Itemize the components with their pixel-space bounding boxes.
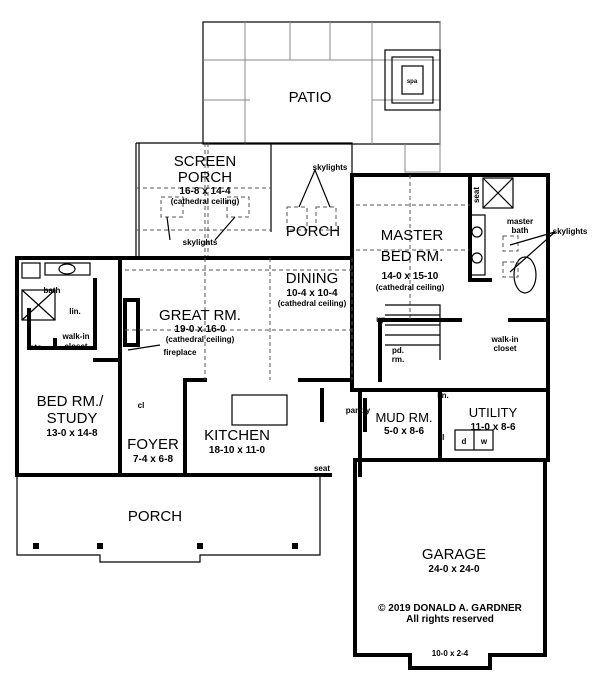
mud-room-size: 5-0 x 8-6	[384, 426, 424, 437]
bed-study-label-2: STUDY	[47, 410, 98, 427]
screen-porch: SCREEN PORCH 16-8 x 14-4 (cathedral ceil…	[135, 142, 353, 258]
seat-label: seat	[314, 464, 330, 473]
bed-study-size: 13-0 x 14-8	[46, 428, 98, 439]
spa	[384, 49, 441, 111]
screen-porch-label: SCREEN	[174, 153, 237, 170]
utility-label: UTILITY	[469, 405, 518, 420]
stairs-up-label: up	[376, 315, 386, 324]
dining-label: DINING	[286, 270, 339, 287]
room-labels: MASTER BED RM. 14-0 x 15-10 (cathedral c…	[30, 187, 588, 658]
linen-label: lin.	[69, 307, 81, 316]
pantry-label: pantry	[346, 406, 371, 415]
mud-room-label: MUD RM.	[375, 410, 432, 425]
copyright-text: © 2019 DONALD A. GARDNER	[378, 603, 522, 614]
master-bed-note: (cathedral ceiling)	[376, 283, 445, 292]
garage-bump-size: 10-0 x 2-4	[432, 649, 469, 658]
closet-label: cl	[438, 433, 445, 442]
interior-details	[21, 175, 556, 451]
garage-label: GARAGE	[422, 546, 486, 563]
master-walk-in-label: walk-in	[490, 335, 518, 344]
linen-label: lin.	[437, 391, 449, 400]
master-bath-label-2: bath	[512, 226, 529, 235]
foyer-label: FOYER	[127, 436, 179, 453]
master-bath-label: master	[507, 217, 533, 226]
walk-in-closet-label-2: closet	[64, 342, 87, 351]
bed-study-label: BED RM./	[37, 393, 105, 410]
dryer-label: d	[462, 437, 467, 446]
kitchen-label: KITCHEN	[204, 427, 270, 444]
front-porch: PORCH	[16, 475, 321, 563]
walk-in-closet-label: walk-in	[61, 332, 89, 341]
fireplace-label: fireplace	[164, 348, 197, 357]
patio: spa PATIO	[202, 21, 441, 173]
powder-room-label: pd.	[392, 346, 404, 355]
dining-size: 10-4 x 10-4	[286, 288, 338, 299]
storage-label: sto.	[30, 343, 44, 352]
kitchen-size: 18-10 x 11-0	[209, 445, 266, 456]
great-room-label: GREAT RM.	[159, 307, 241, 324]
skylights-label: skylights	[553, 227, 588, 236]
screen-porch-label-2: PORCH	[178, 169, 232, 186]
kitchen-island	[231, 394, 288, 426]
front-porch-label: PORCH	[128, 508, 182, 525]
washer-label: w	[480, 437, 488, 446]
spa-label: spa	[407, 79, 418, 85]
skylights-label: skylights	[313, 163, 348, 172]
utility-size: 11-0 x 8-6	[470, 422, 515, 433]
powder-room-label-2: rm.	[392, 355, 404, 364]
master-bed-label: MASTER	[381, 227, 444, 244]
master-walk-in-label-2: closet	[493, 344, 516, 353]
rear-porch-label: PORCH	[286, 223, 340, 240]
master-bed-label-2: BED RM.	[381, 248, 444, 265]
bath-label: bath	[44, 286, 61, 295]
master-bed-size: 14-0 x 15-10	[382, 271, 439, 282]
screen-porch-note: (cathedral ceiling)	[171, 197, 240, 206]
closet-label: cl	[138, 401, 145, 410]
skylights-label: skylights	[183, 238, 218, 247]
screen-porch-size: 16-8 x 14-4	[179, 186, 231, 197]
rights-reserved-text: All rights reserved	[406, 614, 494, 625]
great-room-note: (cathedral ceiling)	[166, 335, 235, 344]
dining-note: (cathedral ceiling)	[278, 299, 347, 308]
foyer-size: 7-4 x 6-8	[133, 454, 173, 465]
great-room-size: 19-0 x 16-0	[174, 324, 226, 335]
garage-size: 24-0 x 24-0	[428, 564, 480, 575]
patio-label: PATIO	[289, 89, 332, 106]
seat-label: seat	[472, 187, 481, 203]
